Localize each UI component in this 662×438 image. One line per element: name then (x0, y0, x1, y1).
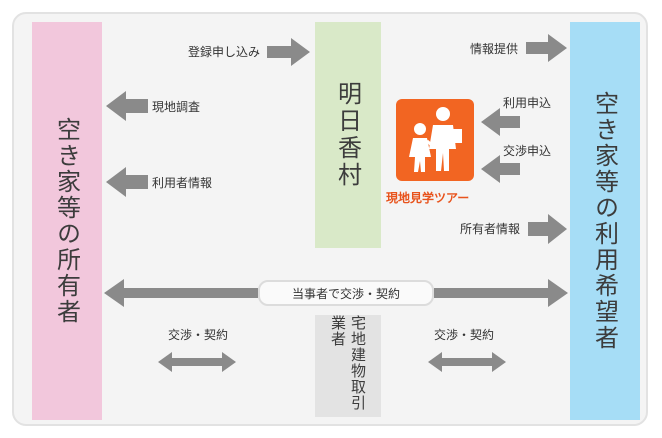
label-negotiation-left: 交渉・契約 (168, 328, 229, 342)
label-info-provision: 情報提供 (470, 42, 519, 56)
party-contract-label: 当事者で交渉・契約 (258, 280, 434, 306)
agent-box: 宅地建物取引業者 (315, 315, 381, 417)
arrow-site-survey (106, 91, 148, 121)
label-negotiation-right: 交渉・契約 (434, 328, 495, 342)
arrow-user-info (106, 167, 148, 197)
arrow-owner-info (528, 214, 567, 244)
arrow-negotiation-left (158, 352, 236, 372)
arrow-use-application (481, 108, 520, 136)
label-owner-info: 所有者情報 (460, 222, 521, 236)
arrow-negotiation-application (481, 155, 520, 183)
village-box: 明日香村 (315, 22, 381, 248)
label-negotiation-application: 交渉申込 (503, 144, 552, 158)
arrow-negotiation-right (428, 352, 506, 372)
school-children-crossing-icon (396, 99, 474, 181)
arrow-party-contract-right (434, 279, 568, 307)
label-use-application: 利用申込 (503, 96, 552, 110)
user-box: 空き家等の利用希望者 (570, 22, 640, 420)
label-registration: 登録申し込み (188, 45, 261, 59)
arrow-info-provision (526, 34, 567, 62)
label-user-info: 利用者情報 (152, 176, 213, 190)
arrow-registration (267, 38, 310, 66)
arrow-party-contract-left (104, 279, 258, 307)
owner-box: 空き家等の所有者 (32, 22, 102, 420)
tour-label: 現地見学ツアー (386, 191, 470, 205)
label-site-survey: 現地調査 (152, 100, 201, 114)
